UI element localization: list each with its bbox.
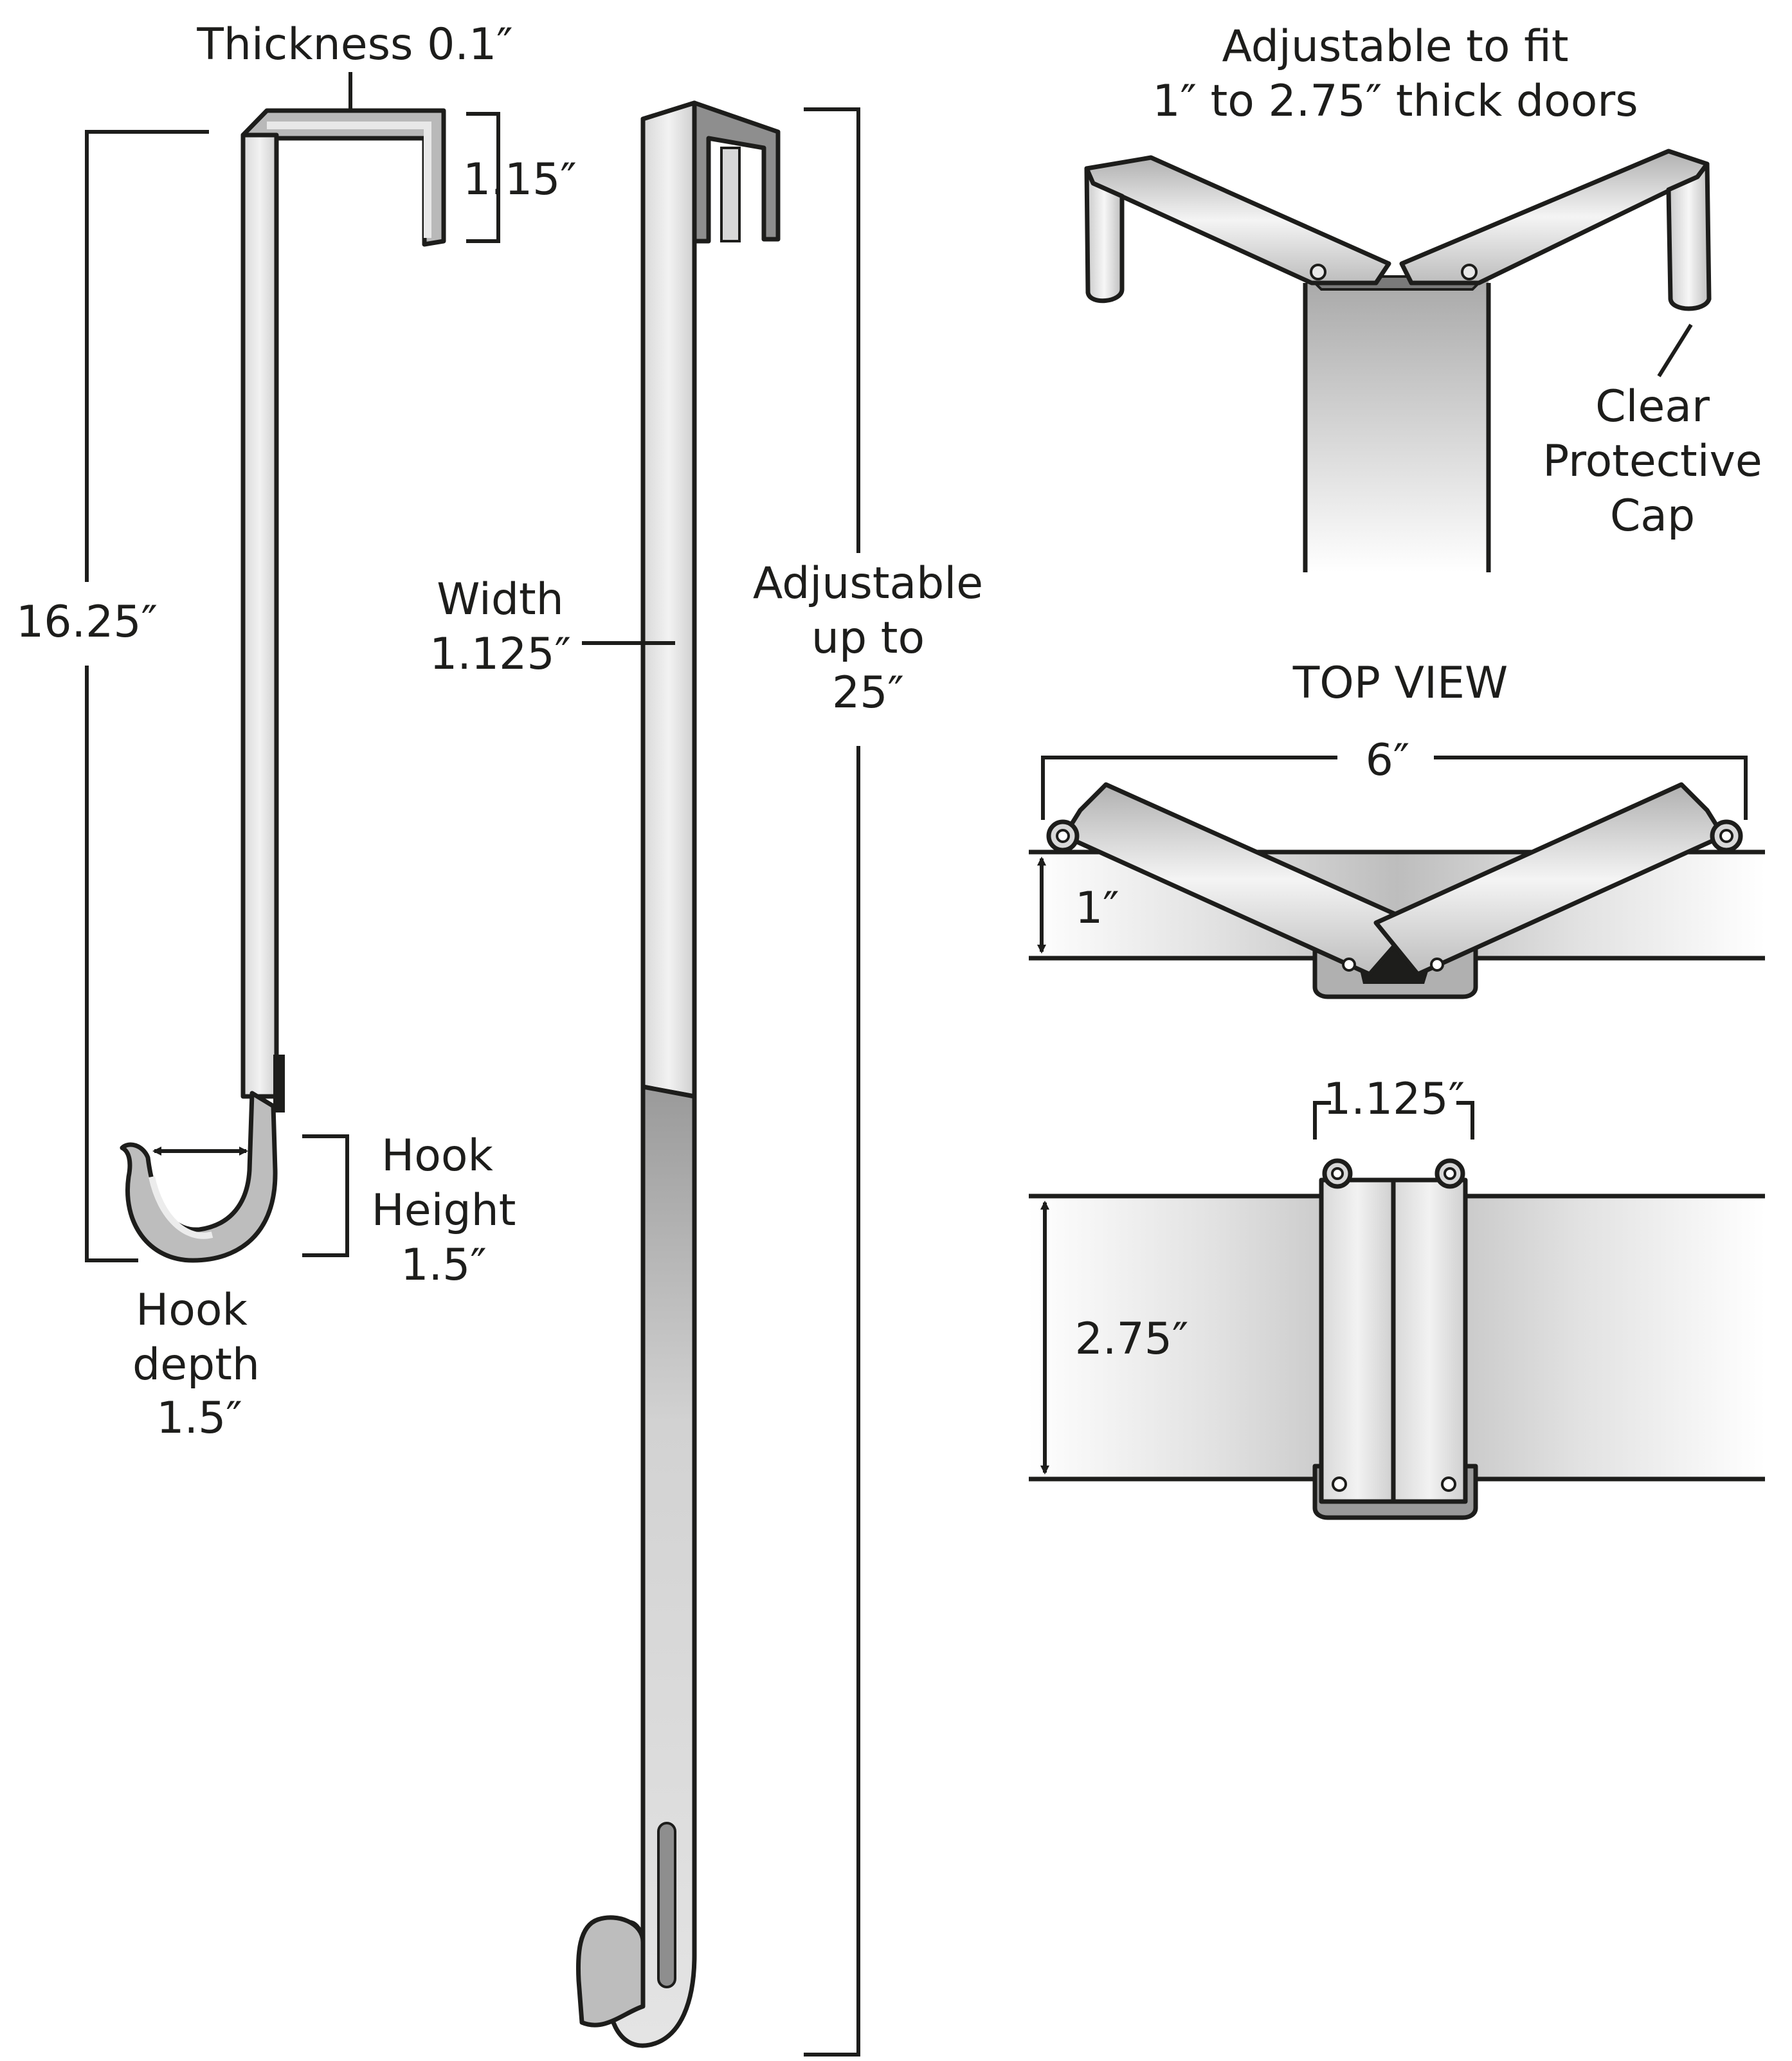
width-label-line2: 1.125″: [430, 629, 571, 680]
hook-height-label-line1: Hook: [381, 1130, 493, 1181]
top-view-right-blade: [1373, 782, 1726, 977]
front-bracket-left: [1319, 1177, 1396, 1504]
hook-height-label-line2: Height: [372, 1185, 516, 1236]
width-label-line1: Width: [437, 574, 564, 625]
front-view-thick-door: [1029, 1101, 1765, 1520]
adjustable-label-line3: 25″: [832, 667, 904, 718]
length-dim-bottom: [85, 666, 138, 1262]
cap-label-line2: Protective: [1543, 436, 1762, 487]
extended-lower-shaft: [606, 1084, 697, 2048]
front-bracket-right: [1391, 1177, 1468, 1504]
adjustment-slot: [657, 1822, 676, 1988]
width-top-label: 1.125″: [1323, 1074, 1465, 1125]
extended-hook: [575, 100, 860, 2056]
top-gap-bracket: [466, 112, 500, 243]
hook-clip: [273, 1055, 285, 1112]
side-view-hook: [85, 72, 500, 1263]
cap-leader: [1657, 323, 1693, 377]
perspective-view: [1084, 149, 1712, 572]
hook-height-label-line3: 1.5″: [401, 1240, 487, 1291]
cap-label-line3: Cap: [1610, 491, 1695, 541]
perspective-stem: [1305, 277, 1489, 572]
adjustable-dim-bottom: [804, 746, 860, 2056]
perspective-left-cap: [1084, 166, 1125, 304]
thick-door-label: 2.75″: [1075, 1314, 1189, 1365]
hook-depth-label-line3: 1.5″: [156, 1393, 242, 1444]
top-gap-label: 1.15″: [463, 154, 577, 205]
overall-length-label: 16.25″: [16, 597, 158, 648]
span-dim-left: [1041, 756, 1337, 820]
adjustable-label-line1: Adjustable: [753, 558, 983, 609]
fit-label-line2: 1″ to 2.75″ thick doors: [1152, 76, 1638, 127]
j-hook: [120, 1091, 278, 1263]
thin-door-label: 1″: [1075, 883, 1119, 934]
extended-upper-shaft: [640, 100, 697, 1099]
hook-depth-label-line2: depth: [132, 1339, 260, 1390]
top-view-label: TOP VIEW: [1292, 658, 1508, 709]
protective-cap: [1666, 161, 1712, 311]
span-label: 6″: [1366, 735, 1410, 786]
extended-hook-end: [575, 1915, 646, 2028]
width-bracket-right: [1456, 1101, 1474, 1139]
length-dim-top: [85, 130, 209, 582]
hook-shaft: [240, 132, 279, 1099]
cap-label-line1: Clear: [1595, 381, 1710, 432]
span-dim-right: [1434, 756, 1748, 820]
adjustable-dim-top: [804, 107, 860, 553]
width-bracket-left: [1313, 1101, 1331, 1139]
top-view-thin-door: [1029, 756, 1765, 999]
hook-height-bracket: [302, 1134, 349, 1257]
fit-label-line1: Adjustable to fit: [1222, 21, 1568, 72]
thickness-label: Thickness 0.1″: [196, 19, 512, 70]
perspective-left-blade: [1084, 155, 1391, 286]
hook-depth-label-line1: Hook: [136, 1285, 248, 1336]
adjustable-label-line2: up to: [811, 613, 925, 664]
perspective-right-blade: [1399, 149, 1710, 286]
